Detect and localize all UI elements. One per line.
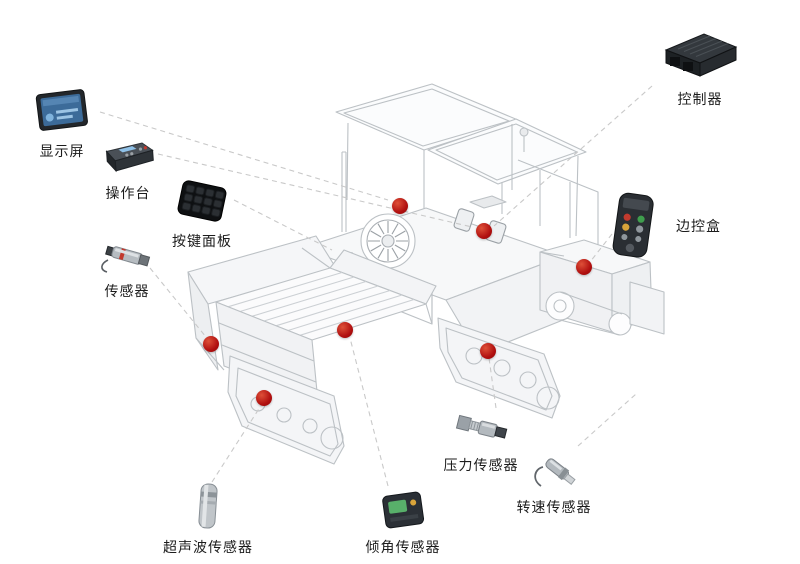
component-sensor: 传感器 [86,236,168,301]
speed-sensor-icon [534,458,576,487]
keypad-icon [177,180,227,222]
component-keypad: 按键面板 [162,176,242,251]
component-speed-sensor: 转速传感器 [514,444,594,517]
side-control-box-icon [612,192,654,258]
controller-icon [664,33,738,77]
component-label: 操作台 [105,186,151,202]
connector-tilt [349,337,389,487]
pressure-sensor-icon [455,414,508,439]
component-console: 操作台 [92,136,164,203]
ultrasonic-sensor-icon [198,483,218,529]
component-pressure-sensor: 压力传感器 [436,408,526,475]
connector-ultrasonic [211,403,263,483]
connector-speed [577,393,637,447]
sensor-icon [101,245,151,273]
connector-keypad [233,199,333,251]
component-label: 转速传感器 [516,500,592,516]
display-icon [35,89,88,131]
connector-controller [493,85,653,227]
component-label: 边控盒 [676,219,721,235]
component-tilt-sensor: 倾角传感器 [360,486,446,557]
component-ultrasonic-sensor: 超声波传感器 [162,480,254,557]
component-label: 超声波传感器 [163,540,253,556]
component-label: 倾角传感器 [365,540,441,556]
component-label: 控制器 [677,92,723,108]
component-display: 显示屏 [24,86,100,161]
console-icon [105,142,154,173]
component-side-control-box: 边控盒 [602,188,721,264]
connector-pressure [488,357,497,409]
component-label: 按键面板 [172,234,232,250]
connector-sidebox [589,233,613,263]
tilt-sensor-icon [382,491,425,529]
component-label: 传感器 [104,284,150,300]
component-label: 显示屏 [39,144,85,160]
component-controller: 控制器 [650,26,750,109]
component-label: 压力传感器 [443,458,519,474]
connector-sensor [149,267,207,338]
